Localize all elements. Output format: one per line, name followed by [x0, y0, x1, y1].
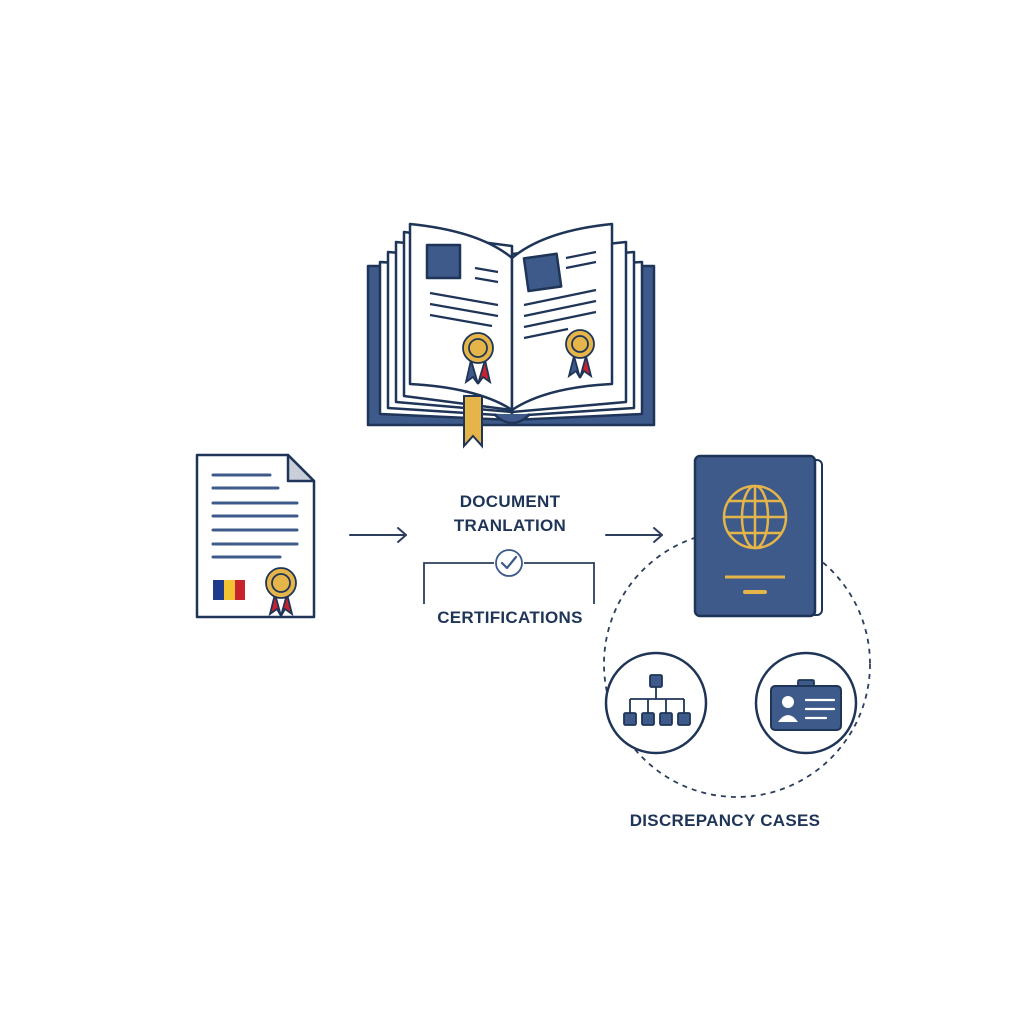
bookmark-ribbon [463, 395, 483, 449]
certificate-document-icon [195, 453, 316, 619]
arrow-right-icon [605, 527, 663, 543]
discrepancy-dashed-circle [603, 530, 871, 798]
document-translation-line1: DOCUMENT [459, 492, 561, 511]
hierarchy-icon [604, 651, 708, 755]
certifications-label: CERTIFICATIONS [437, 608, 583, 627]
certification-bracket [423, 562, 595, 604]
arrow-right-icon [349, 527, 407, 543]
seal-icon [265, 567, 297, 617]
globe-icon [722, 484, 788, 550]
open-book-icon [366, 222, 656, 427]
checkmark-icon [495, 549, 523, 577]
flag-icon [213, 580, 245, 600]
seal-icon [462, 332, 494, 385]
id-card-icon [754, 651, 858, 755]
seal-icon [565, 329, 595, 379]
discrepancy-cases-label: DISCREPANCY CASES [629, 811, 821, 830]
passport-icon [693, 454, 823, 618]
document-translation-label: DOCUMENT TRANLATION [430, 490, 590, 538]
document-translation-line2: TRANLATION [453, 516, 567, 535]
